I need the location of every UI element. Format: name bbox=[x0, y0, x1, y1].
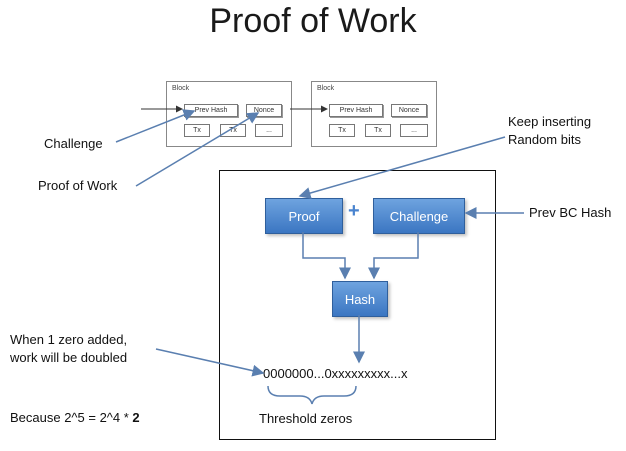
zero-added-line-2: work will be doubled bbox=[10, 350, 128, 365]
keep-inserting-label: Keep inserting Random bits bbox=[508, 113, 591, 149]
zero-added-line-1: When 1 zero added, bbox=[10, 332, 128, 347]
challenge-to-hash bbox=[368, 232, 419, 280]
because-note: Because 2^5 = 2^4 * 2 bbox=[10, 410, 140, 425]
zero-note-pointer bbox=[155, 348, 265, 377]
block-2-nonce: Nonce bbox=[391, 104, 427, 117]
block-2-tx-2: Tx bbox=[365, 124, 391, 137]
zero-added-note: When 1 zero added, work will be doubled bbox=[10, 331, 127, 367]
proof-of-work-label: Proof of Work bbox=[38, 178, 118, 193]
block-2-label: Block bbox=[317, 85, 335, 92]
block-2-more: ... bbox=[400, 124, 428, 137]
block-1-prev-hash: Prev Hash bbox=[184, 104, 238, 117]
prev-bc-hash-label: Prev BC Hash bbox=[529, 205, 612, 220]
block-1: Block Prev Hash Nonce Tx Tx ... bbox=[166, 81, 292, 147]
threshold-brace bbox=[267, 385, 357, 405]
block-1-more: ... bbox=[255, 124, 283, 137]
block-2-prev-hash: Prev Hash bbox=[329, 104, 383, 117]
keep-inserting-line-2: Random bits bbox=[508, 132, 581, 147]
challenge-label: Challenge bbox=[44, 136, 103, 151]
block-2-tx-1: Tx bbox=[329, 124, 355, 137]
page-title: Proof of Work bbox=[209, 2, 417, 40]
challenge-node: Challenge bbox=[373, 198, 465, 234]
because-bold: 2 bbox=[132, 410, 140, 425]
proof-node: Proof bbox=[265, 198, 343, 234]
block-1-tx-2: Tx bbox=[220, 124, 246, 137]
proof-to-hash bbox=[302, 232, 351, 280]
block-1-label: Block bbox=[172, 85, 190, 92]
keep-inserting-line-1: Keep inserting bbox=[508, 114, 592, 129]
threshold-label: Threshold zeros bbox=[259, 411, 353, 426]
block-2: Block Prev Hash Nonce Tx Tx ... bbox=[311, 81, 437, 147]
because-text: Because 2^5 = 2^4 * bbox=[10, 410, 133, 425]
hash-node: Hash bbox=[332, 281, 388, 317]
plus-icon: + bbox=[348, 200, 360, 222]
keep-inserting-pointer bbox=[298, 136, 506, 199]
hash-string: 0000000...0xxxxxxxxx...x bbox=[263, 366, 408, 381]
pow-pointer bbox=[135, 112, 260, 187]
challenge-pointer bbox=[115, 109, 196, 143]
pow-frame bbox=[219, 170, 496, 440]
block-1-tx-1: Tx bbox=[184, 124, 210, 137]
